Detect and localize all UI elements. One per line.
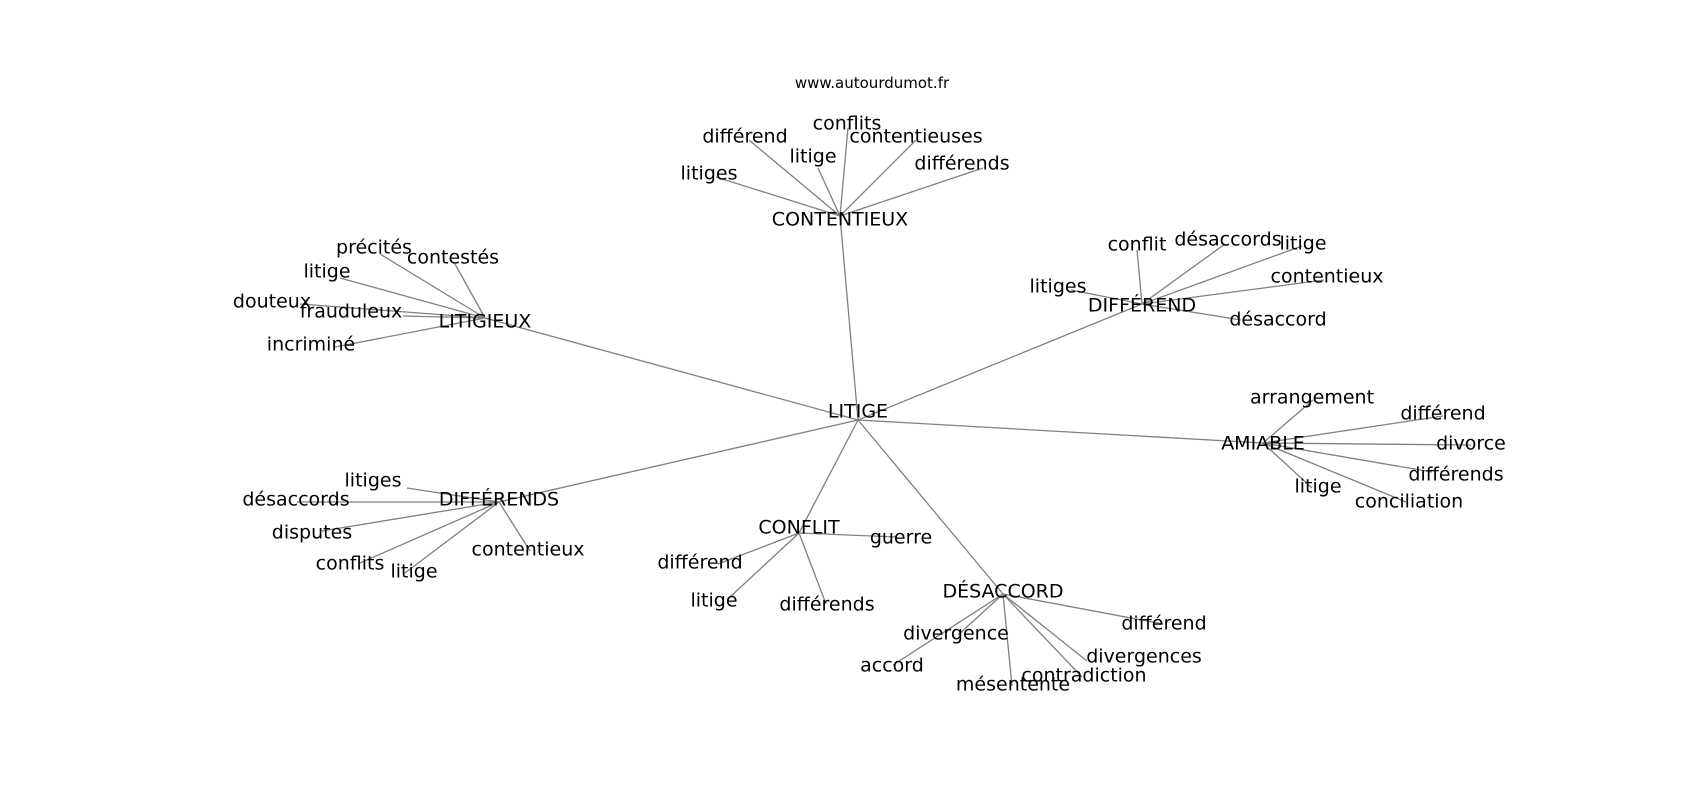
word-label[interactable]: contentieux [472, 539, 585, 561]
word-label[interactable]: litiges [681, 163, 738, 185]
edge-contentieux-3 [839, 139, 917, 217]
edge-litigieux-3 [299, 303, 486, 319]
graph-labels: CONTENTIEUXdifférendlitigeconflitsconten… [233, 113, 1506, 696]
edge-contentieux-1 [817, 167, 841, 217]
edge-differends-2 [321, 501, 500, 532]
edge-desaccord-1 [957, 593, 1004, 636]
word-label[interactable]: litige [789, 146, 836, 168]
word-label[interactable]: accord [860, 655, 924, 677]
edge-differend-1 [1141, 243, 1226, 305]
edge-contentieux-2 [839, 127, 849, 217]
word-label[interactable]: contentieuses [849, 126, 982, 148]
edge-litigieux-2 [339, 277, 486, 319]
edge-center-litigieux [484, 317, 859, 421]
word-label[interactable]: contestés [407, 247, 499, 269]
graph-edges [297, 127, 1472, 687]
edge-contentieux-0 [748, 139, 841, 217]
edge-desaccord-3 [1002, 593, 1088, 662]
word-label[interactable]: douteux [233, 291, 311, 313]
cluster-label-litigieux[interactable]: LITIGIEUX [439, 311, 532, 333]
edge-differend-5 [1141, 303, 1242, 321]
word-label[interactable]: désaccord [1229, 309, 1326, 331]
edge-amiable-1 [1262, 415, 1444, 444]
edge-amiable-0 [1262, 399, 1314, 444]
edge-litigieux-4 [402, 315, 486, 319]
cluster-label-contentieux[interactable]: CONTENTIEUX [772, 209, 908, 231]
word-label[interactable]: mésentente [956, 674, 1070, 696]
edge-contentieux-5 [715, 176, 841, 217]
edge-desaccord-4 [1002, 593, 1083, 678]
word-label[interactable]: litige [390, 561, 437, 583]
edge-conflit-0 [798, 532, 898, 538]
edge-differends-3 [359, 501, 500, 564]
edge-litigieux-1 [454, 263, 486, 319]
cluster-label-desaccord[interactable]: DÉSACCORD [942, 580, 1063, 603]
edge-contentieux-4 [839, 167, 984, 217]
edge-differends-0 [406, 487, 500, 503]
edge-desaccord-0 [1002, 593, 1164, 625]
edge-conflit-1 [717, 532, 800, 565]
center-label[interactable]: LITIGE [828, 401, 888, 423]
edge-amiable-5 [1262, 442, 1407, 503]
word-label[interactable]: litige [1294, 476, 1341, 498]
cluster-label-differends[interactable]: DIFFÉRENDS [439, 488, 559, 511]
edge-desaccord-2 [892, 593, 1004, 666]
word-label[interactable]: différends [779, 594, 874, 616]
word-label[interactable]: conciliation [1355, 491, 1463, 513]
word-label[interactable]: différends [914, 153, 1009, 175]
edge-litigieux-0 [379, 253, 486, 319]
edge-amiable-3 [1262, 442, 1433, 473]
edge-differends-4 [404, 501, 500, 574]
word-label[interactable]: contentieux [1271, 266, 1384, 288]
edge-center-differends [498, 419, 859, 503]
word-label[interactable]: différend [1121, 613, 1206, 635]
word-label[interactable]: guerre [870, 527, 932, 549]
edge-differend-2 [1141, 245, 1303, 305]
edge-litigieux-5 [334, 317, 486, 348]
edge-center-contentieux [839, 215, 859, 421]
cluster-label-differend[interactable]: DIFFÉREND [1088, 294, 1196, 317]
word-label[interactable]: différends [1408, 464, 1503, 486]
cluster-label-conflit[interactable]: CONFLIT [758, 517, 840, 539]
edge-differend-0 [1136, 249, 1143, 305]
edge-center-differend [857, 303, 1143, 421]
edge-amiable-4 [1262, 442, 1313, 489]
word-label[interactable]: différend [702, 126, 787, 148]
word-label[interactable]: conflit [1108, 234, 1167, 256]
edge-center-amiable [857, 419, 1264, 444]
edge-conflit-2 [729, 532, 800, 598]
word-label[interactable]: litige [1279, 233, 1326, 255]
edge-amiable-2 [1262, 442, 1472, 446]
word-label[interactable]: arrangement [1250, 387, 1374, 409]
cluster-label-amiable[interactable]: AMIABLE [1221, 433, 1305, 455]
word-label[interactable]: litige [303, 261, 350, 283]
word-label[interactable]: conflits [813, 113, 882, 135]
word-label[interactable]: différend [1400, 403, 1485, 425]
word-label[interactable]: litiges [1030, 276, 1087, 298]
edge-conflit-3 [798, 532, 827, 605]
word-label[interactable]: désaccords [1174, 229, 1281, 251]
word-label[interactable]: précités [336, 237, 412, 259]
word-label[interactable]: désaccords [242, 489, 349, 511]
word-label[interactable]: différend [657, 552, 742, 574]
word-label[interactable]: frauduleux [300, 301, 403, 323]
site-label[interactable]: www.autourdumot.fr [795, 74, 950, 92]
edge-center-desaccord [857, 419, 1004, 595]
edge-desaccord-5 [1002, 593, 1013, 687]
edge-differend-4 [1070, 289, 1143, 305]
edge-differend-3 [1141, 279, 1325, 305]
word-label[interactable]: litige [690, 590, 737, 612]
word-label[interactable]: incriminé [267, 334, 355, 356]
word-label[interactable]: divergence [903, 623, 1009, 645]
word-label[interactable]: divorce [1436, 433, 1506, 455]
word-label[interactable]: conflits [316, 553, 385, 575]
word-label[interactable]: divergences [1086, 646, 1202, 668]
word-label[interactable]: disputes [272, 522, 352, 544]
word-label[interactable]: contradiction [1021, 665, 1146, 687]
edge-differends-5 [498, 501, 531, 552]
word-label[interactable]: litiges [345, 470, 402, 492]
edge-center-conflit [798, 419, 859, 534]
